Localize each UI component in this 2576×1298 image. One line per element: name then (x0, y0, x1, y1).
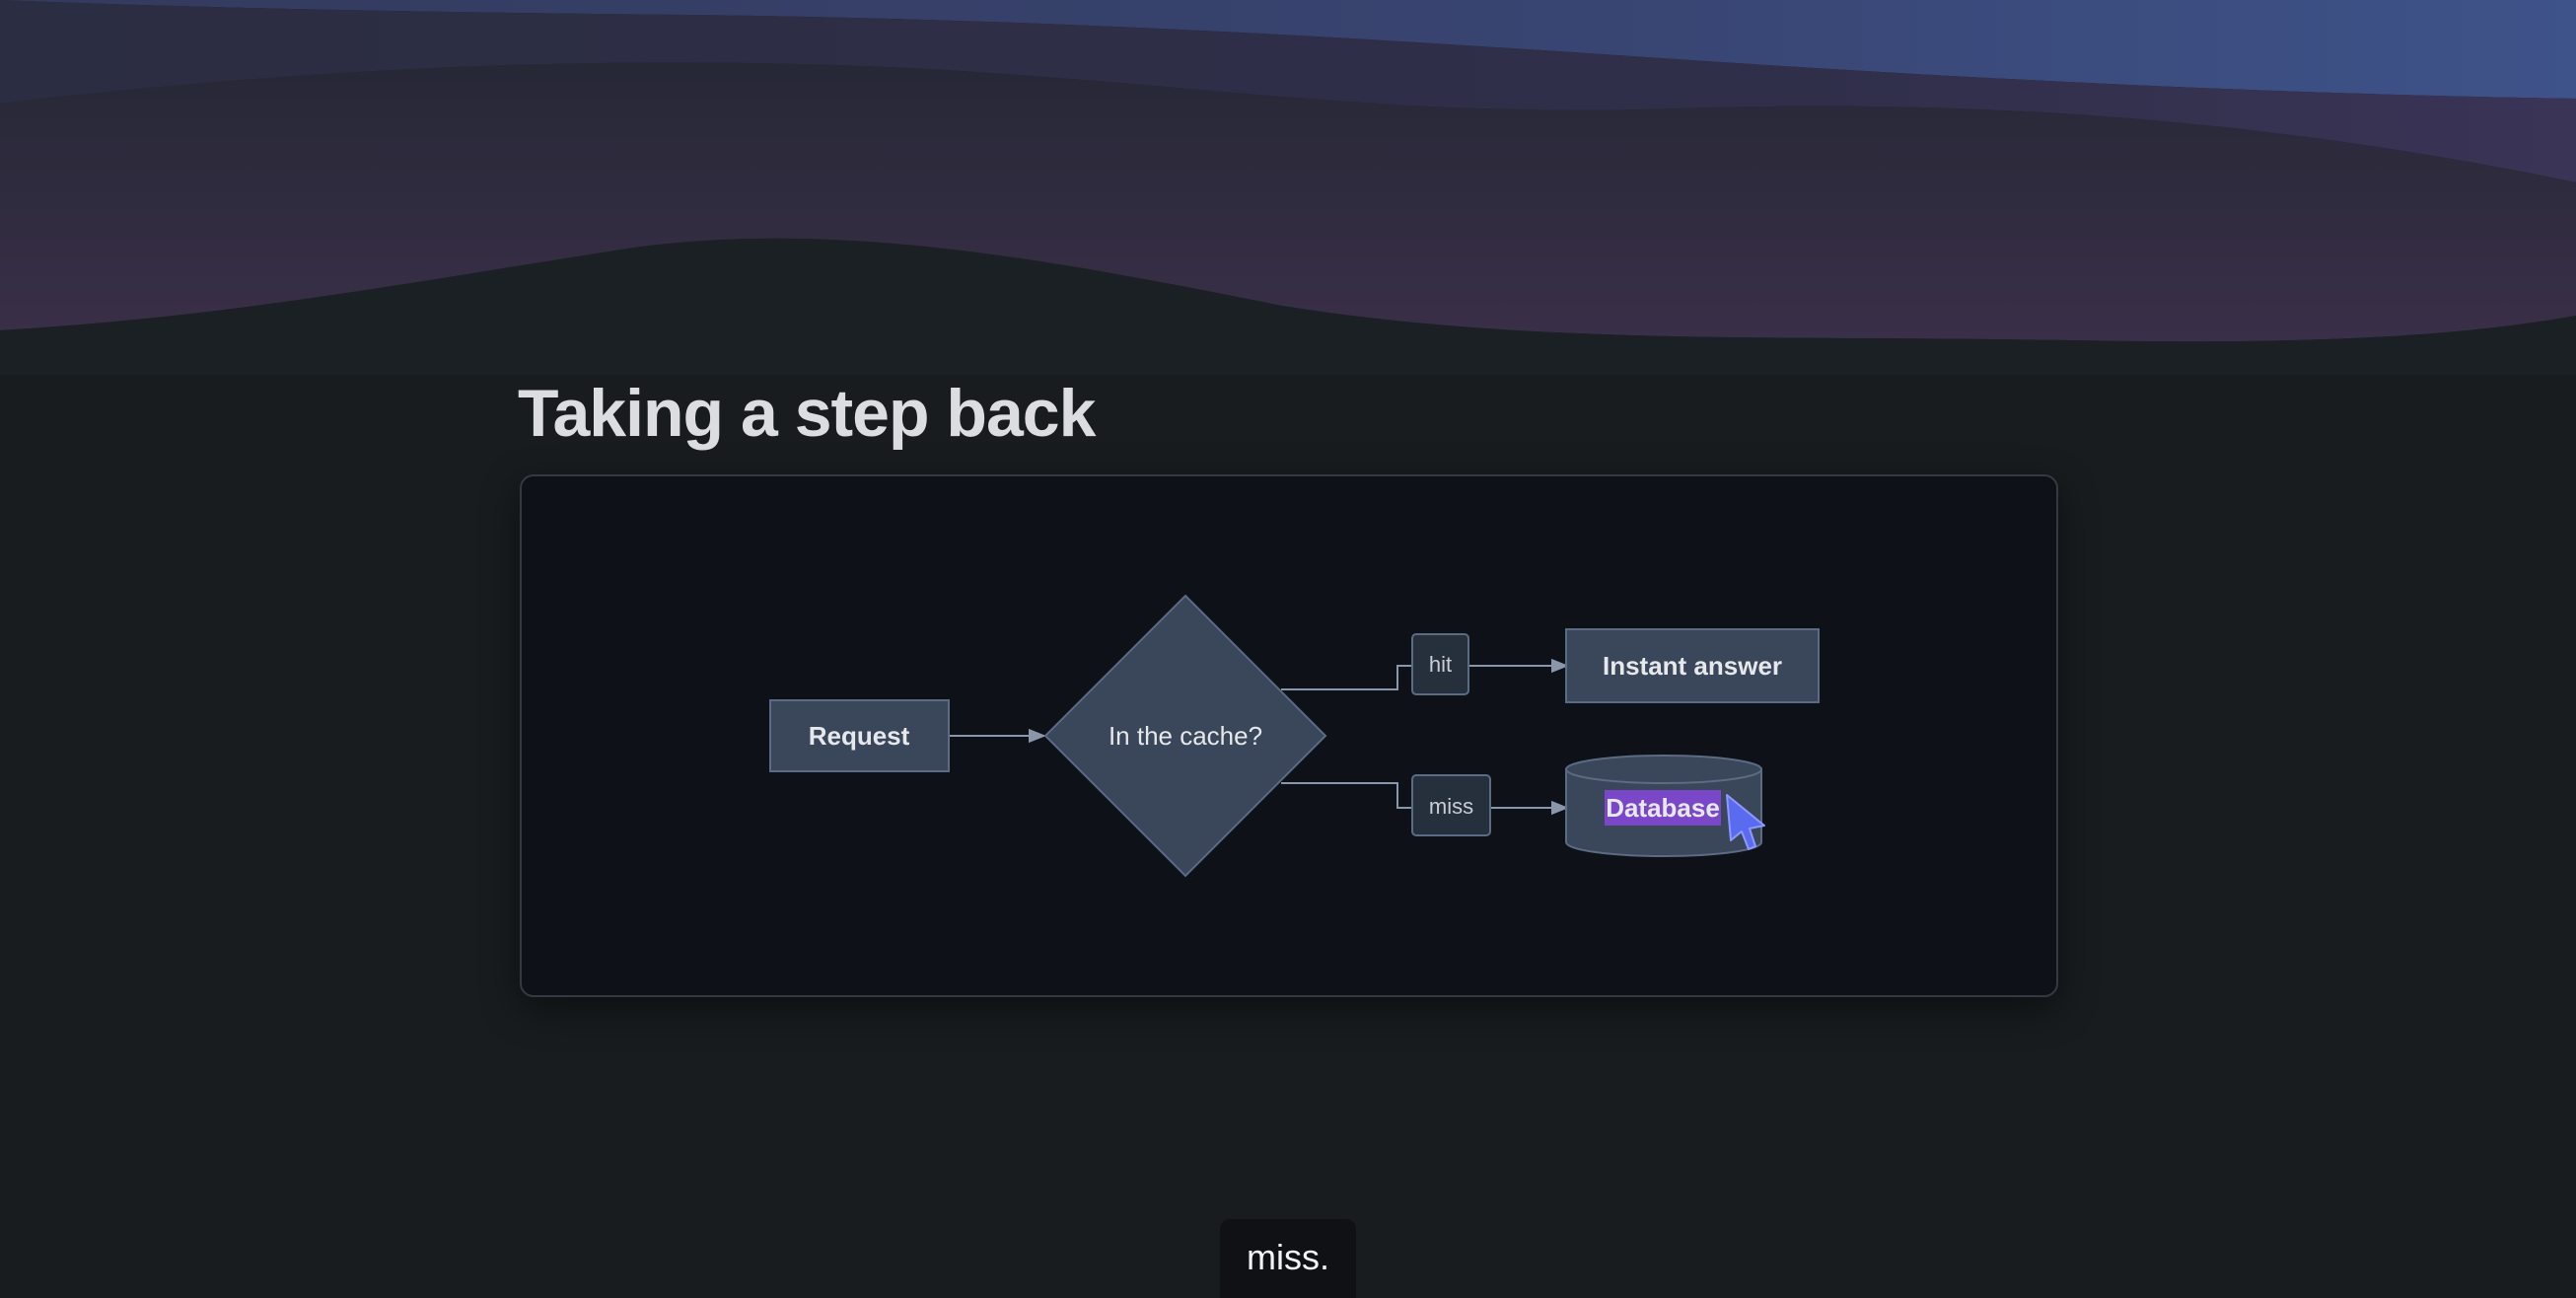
header-waves-background (0, 0, 2576, 375)
node-request[interactable]: Request (769, 699, 950, 772)
subtitle-caption: miss. (1220, 1219, 1356, 1298)
node-instant-answer-label: Instant answer (1603, 651, 1782, 681)
flowchart: Request In the cache? hit miss Instant a… (769, 594, 1820, 878)
node-database[interactable]: Database (1565, 755, 1762, 857)
edge-label-miss-text: miss (1429, 794, 1473, 819)
node-database-label: Database (1606, 793, 1720, 823)
diagram-card: Request In the cache? hit miss Instant a… (520, 474, 2058, 997)
node-instant-answer[interactable]: Instant answer (1565, 628, 1820, 703)
node-decision-label: In the cache? (1109, 721, 1262, 751)
mouse-pointer-icon (1726, 794, 1765, 850)
node-decision[interactable]: In the cache? (1043, 594, 1327, 878)
node-request-label: Request (809, 721, 910, 751)
edge-label-miss: miss (1411, 774, 1491, 836)
page-title: Taking a step back (518, 376, 1096, 451)
edge-decision-hit (1281, 665, 1411, 690)
edge-label-hit-text: hit (1429, 652, 1452, 677)
edge-decision-miss (1281, 782, 1411, 809)
edge-label-hit: hit (1411, 633, 1469, 695)
text-selection-highlight (1605, 790, 1721, 826)
